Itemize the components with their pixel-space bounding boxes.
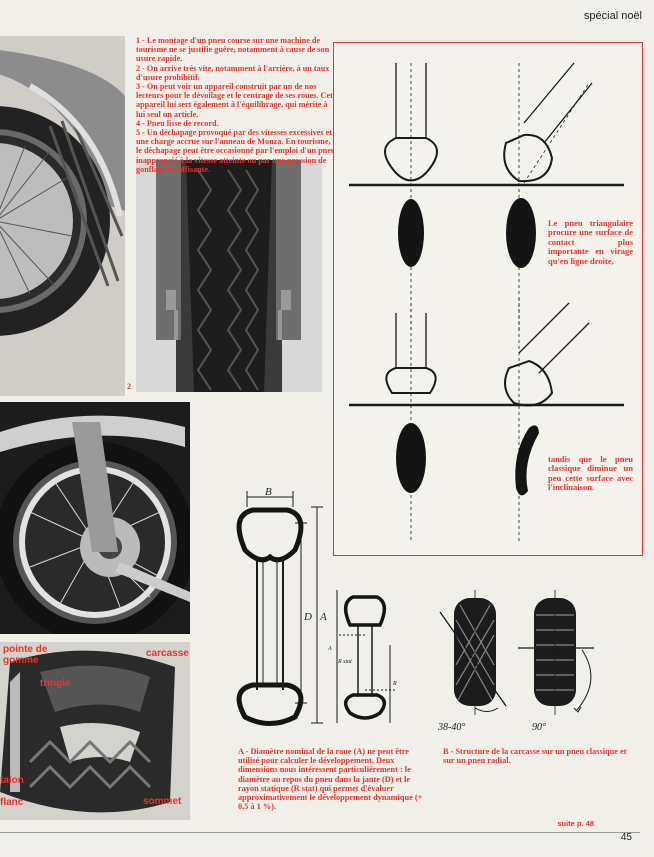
- classic-tire-text: tandis que le pneu classique diminue un …: [548, 454, 633, 493]
- angle-classic: 38-40°: [437, 722, 465, 733]
- note-4: 4 - Pneu lisse de record.: [136, 118, 219, 128]
- caption-a: A - Diamètre nominal de la roue (A) ne p…: [238, 747, 423, 812]
- label-a: A: [319, 611, 327, 623]
- label-sommet: sommet: [143, 796, 182, 807]
- label-tringle: tringle: [40, 678, 71, 689]
- label-d: D: [303, 611, 312, 623]
- note-2: 2 - On arrive très vite, notamment à l'a…: [136, 63, 330, 82]
- diagram-tire-dimensions: B D A A R stat R: [236, 486, 397, 726]
- label-r: R: [392, 681, 397, 687]
- photo-tire-tread: [136, 160, 322, 392]
- triangular-tire-text: Le pneu triangulaire procure une surface…: [548, 218, 633, 266]
- diagram-carcass-structure: 38-40° 90°: [437, 590, 594, 733]
- note-3: 3 - On peut voir un appareil construit p…: [136, 82, 333, 119]
- label-talon: talon: [0, 775, 24, 786]
- label-b: B: [265, 486, 272, 498]
- label-carcasse: carcasse: [146, 648, 189, 659]
- photo-tire-cross-section: [0, 642, 190, 820]
- page-number: 45: [620, 832, 632, 843]
- note-1: 1 - Le montage d'un pneu course sur une …: [136, 36, 330, 64]
- label-rstat: R stat: [337, 659, 352, 665]
- contact-surface-panel: Le pneu triangulaire procure une surface…: [333, 42, 643, 556]
- photo-rear-wheel-fender: [0, 36, 125, 396]
- angle-radial: 90°: [532, 722, 546, 733]
- caption-b: B - Structure de la carcasse sur un pneu…: [443, 747, 627, 766]
- label-a-small: A: [327, 646, 332, 652]
- continued-on-page: suite p. 48: [557, 819, 594, 828]
- footer-rule: [0, 832, 640, 833]
- label-pointe-de-gomme: pointe de gomme: [3, 644, 48, 666]
- label-flanc: flanc: [0, 797, 24, 808]
- photo-wheel-disc-brake: [0, 402, 190, 634]
- note-5: 5 - Un déchapage provoqué par des vitess…: [136, 128, 336, 174]
- photo-notes: 1 - Le montage d'un pneu course sur une …: [136, 36, 336, 174]
- photo-number-label: 2: [127, 382, 131, 391]
- contact-surface-diagram: [349, 62, 624, 543]
- page-header-title: spécial noël: [583, 10, 642, 22]
